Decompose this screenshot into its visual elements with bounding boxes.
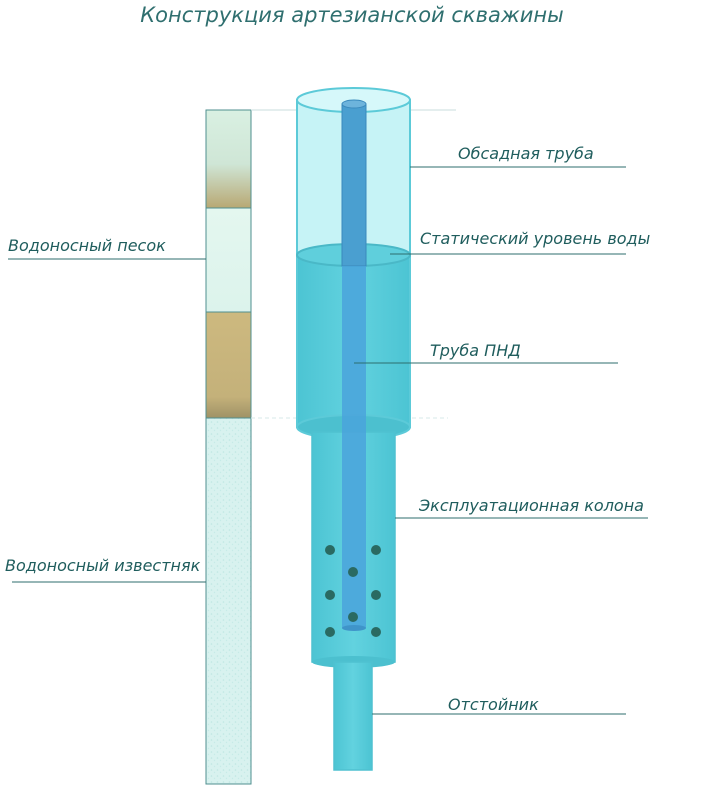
limestone-layer — [205, 417, 252, 785]
label-pnd-pipe: Труба ПНД — [430, 341, 521, 360]
perforation-hole — [371, 590, 381, 600]
sand-layer-middle — [205, 207, 252, 313]
perforation-hole — [325, 627, 335, 637]
label-casing: Обсадная труба — [458, 144, 594, 163]
label-production-column: Эксплуатационная колона — [419, 496, 644, 515]
perforation-hole — [371, 627, 381, 637]
diagram-title: Конструкция артезианской скважины — [140, 3, 564, 27]
label-static-level: Статический уровень воды — [420, 229, 651, 248]
perforation-hole — [348, 567, 358, 577]
perforation-hole — [325, 545, 335, 555]
sump — [333, 661, 373, 771]
pnd-pipe — [341, 99, 367, 631]
perforation-hole — [325, 590, 335, 600]
soil-column — [205, 109, 252, 785]
perforations — [325, 545, 381, 637]
label-aquifer-sand: Водоносный песок — [8, 236, 166, 255]
sand-layer-top — [205, 109, 252, 209]
sand-layer-bottom — [205, 311, 252, 419]
perforation-hole — [348, 612, 358, 622]
leader-lines — [8, 166, 648, 715]
label-sump: Отстойник — [448, 695, 539, 714]
perforation-hole — [371, 545, 381, 555]
label-aquifer-limestone: Водоносный известняк — [5, 556, 201, 575]
